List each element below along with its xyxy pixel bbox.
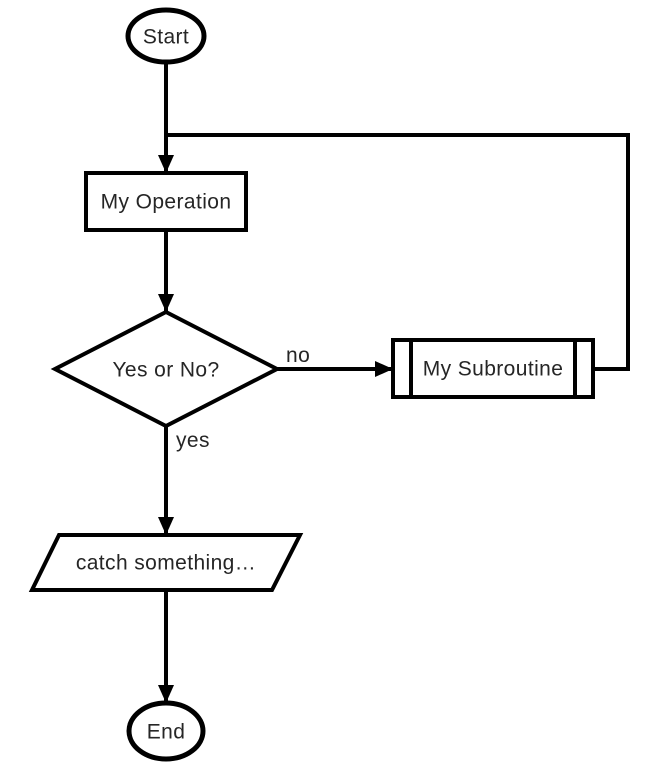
edge-label-yes: yes [176, 429, 210, 452]
start-label: Start [143, 26, 189, 49]
node-start: Start [125, 7, 207, 65]
parallelogram-shape [28, 533, 304, 592]
edge-subroutine-loopback [166, 133, 630, 371]
subroutine-shape [391, 338, 595, 399]
node-decision: Yes or No? [50, 309, 282, 429]
start-terminator-shape [125, 7, 207, 65]
process-shape [84, 171, 248, 232]
node-my-subroutine: My Subroutine [391, 338, 595, 399]
decision-label: Yes or No? [112, 359, 219, 382]
edge-label-no: no [286, 344, 310, 367]
my-operation-label: My Operation [101, 191, 232, 214]
end-terminator-shape [126, 700, 206, 762]
node-end: End [126, 700, 206, 762]
my-subroutine-label: My Subroutine [423, 358, 564, 381]
node-my-operation: My Operation [84, 171, 248, 232]
node-catch-something: catch something… [28, 533, 304, 592]
catch-something-label: catch something… [76, 552, 256, 575]
end-label: End [147, 721, 186, 744]
decision-diamond-shape [50, 309, 282, 429]
